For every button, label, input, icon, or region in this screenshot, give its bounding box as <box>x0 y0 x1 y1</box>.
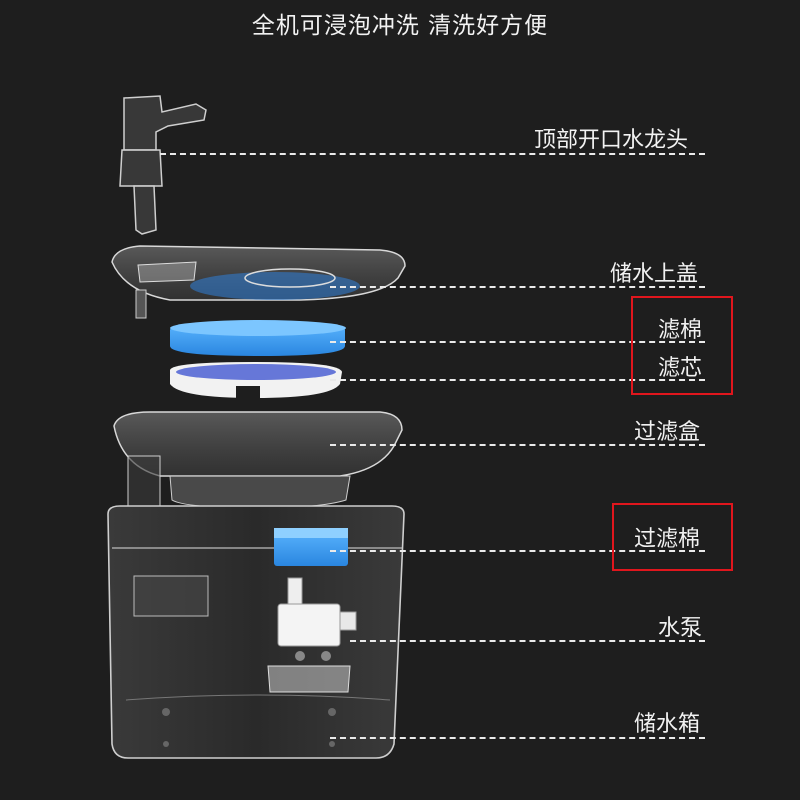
leader-line-spout <box>160 153 705 155</box>
leader-line-filtersponge <box>330 550 705 552</box>
highlight-box-filter-sponge <box>612 503 733 571</box>
label-spout: 顶部开口水龙头 <box>534 128 689 153</box>
leader-line-tank <box>330 737 705 739</box>
label-tank: 储水箱 <box>634 712 701 737</box>
filter-sponge-block-part <box>274 528 348 566</box>
spout-part <box>119 95 207 235</box>
label-filterbox: 过滤盒 <box>634 420 701 445</box>
leader-line-filterbox <box>330 444 705 446</box>
page-title: 全机可浸泡冲洗 清洗好方便 <box>251 13 549 39</box>
leader-line-sponge <box>330 341 705 343</box>
leader-line-pump <box>350 640 705 642</box>
leader-line-lid <box>330 286 705 288</box>
tank-part <box>107 505 405 759</box>
sponge-disc-part <box>170 320 346 356</box>
pump-part <box>267 577 357 693</box>
filter-core-part <box>170 362 342 398</box>
leader-line-core <box>330 379 705 381</box>
label-lid: 储水上盖 <box>610 262 699 287</box>
lid-part <box>111 245 406 319</box>
highlight-box-filters <box>631 296 733 395</box>
label-pump: 水泵 <box>658 616 703 641</box>
label-sponge: 滤棉 <box>658 318 703 343</box>
label-filtersponge: 过滤棉 <box>634 527 701 552</box>
label-core: 滤芯 <box>658 356 703 381</box>
